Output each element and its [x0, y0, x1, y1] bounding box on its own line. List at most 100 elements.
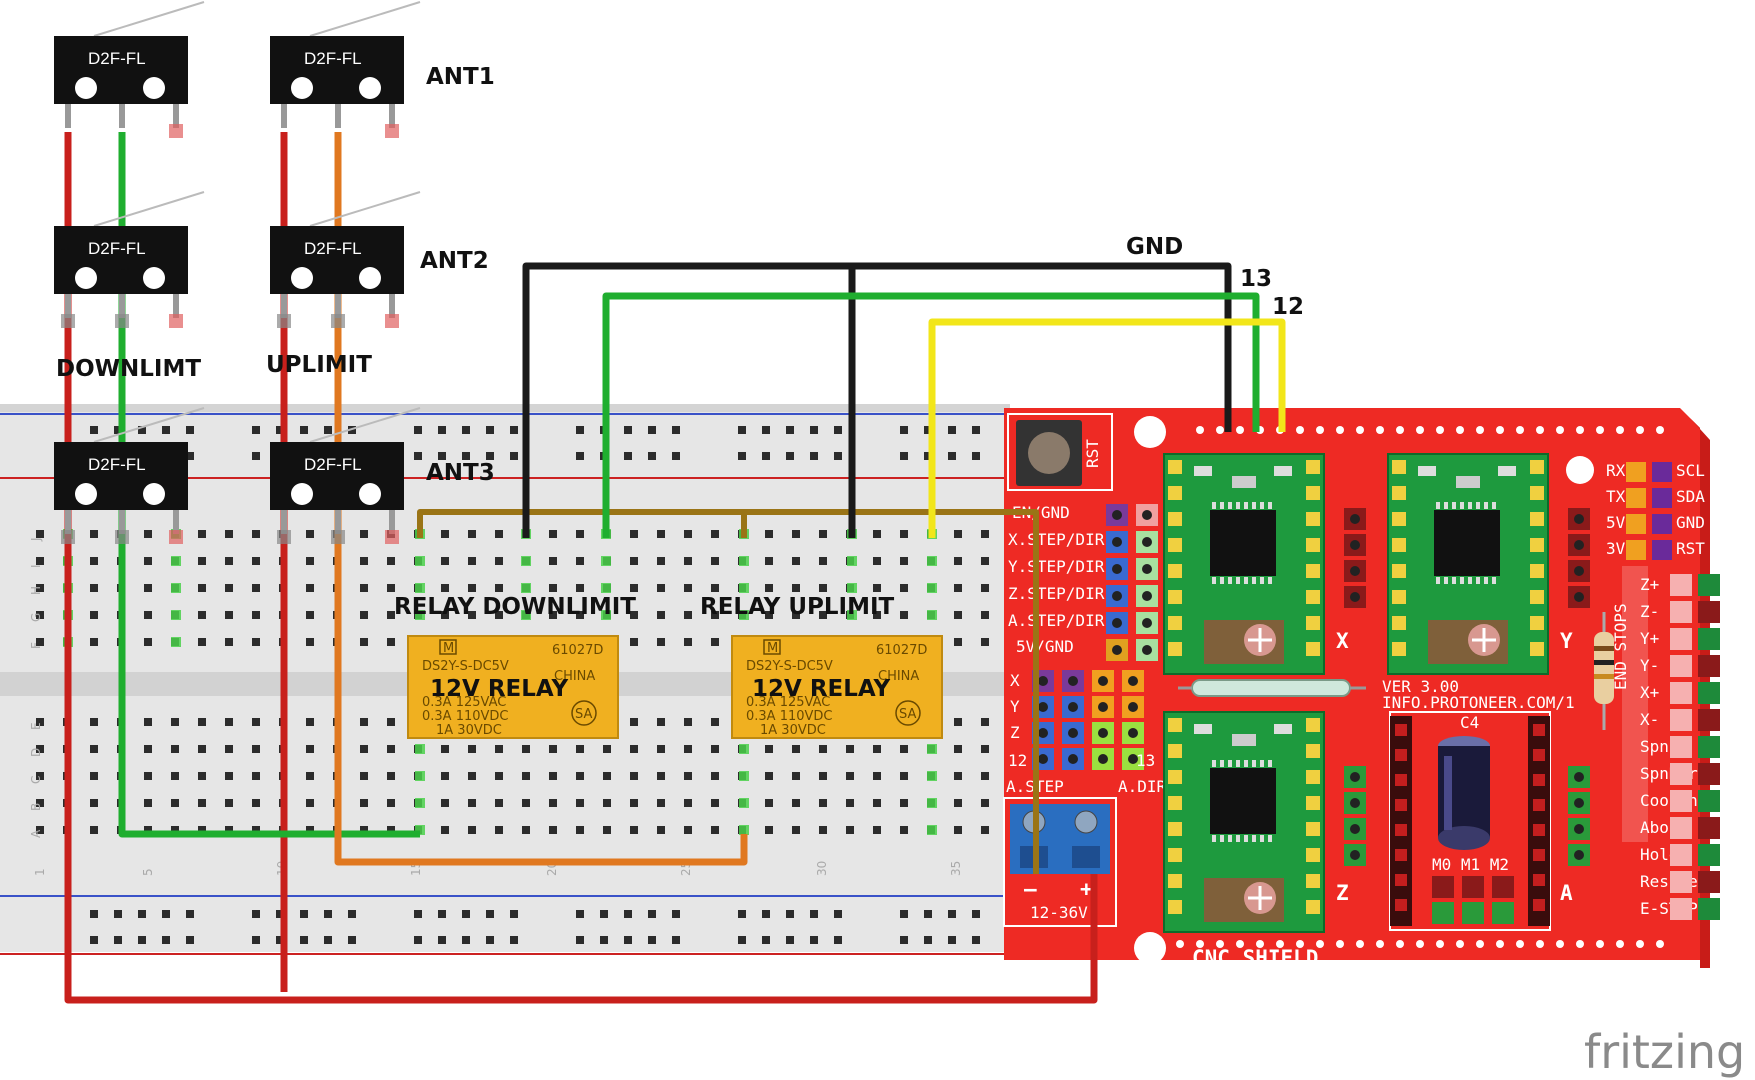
- smd-part: [1232, 734, 1256, 746]
- driver-pad: [1530, 486, 1544, 500]
- breadboard-hole: [900, 557, 908, 565]
- edge-via: [1396, 426, 1404, 434]
- breadboard-hole: [252, 718, 260, 726]
- connected-hole: [739, 771, 749, 781]
- breadboard-hole: [576, 557, 584, 565]
- shield-label-5v-gnd: 5V/GND: [1016, 637, 1074, 656]
- rail-hole: [900, 426, 908, 434]
- pin-hole: [1142, 591, 1152, 601]
- bb-row-label: G: [29, 613, 43, 622]
- switch-pin: [335, 104, 341, 128]
- pin-hole: [1098, 754, 1108, 764]
- edge-via: [1336, 426, 1344, 434]
- breadboard-hole: [441, 611, 449, 619]
- switch-mount-hole: [359, 483, 381, 505]
- switch-part-label: D2F-FL: [88, 239, 146, 258]
- header-pin: [1670, 736, 1692, 758]
- breadboard-hole: [873, 584, 881, 592]
- breadboard-hole: [198, 772, 206, 780]
- limit-switch-body: [54, 226, 188, 294]
- connected-hole: [521, 556, 531, 566]
- breadboard-hole: [630, 745, 638, 753]
- connected-hole: [415, 583, 425, 593]
- breadboard-hole: [549, 772, 557, 780]
- relay-downlimit: M 61027D DS2Y-S-DC5V CHINA 0.3A 125VAC 0…: [407, 635, 619, 739]
- rail-hole: [924, 452, 932, 460]
- bb-row-label: I: [29, 564, 43, 568]
- breadboard-hole: [306, 638, 314, 646]
- bb-row-label: F: [29, 642, 43, 649]
- header-pin: [1698, 871, 1720, 893]
- smd-part: [1194, 724, 1212, 734]
- right-pin-label: Y-: [1640, 656, 1659, 675]
- breadboard-hole: [900, 530, 908, 538]
- breadboard-hole: [765, 772, 773, 780]
- chip-leg: [1436, 577, 1440, 584]
- switch-pin-end: [385, 124, 399, 138]
- breadboard-hole: [522, 826, 530, 834]
- breadboard-hole: [90, 611, 98, 619]
- relay-down-code: 61027D: [552, 643, 603, 658]
- microstep-pin: [1432, 902, 1454, 924]
- header-pin: [1698, 844, 1720, 866]
- chip-leg: [1268, 502, 1272, 509]
- rail-hole: [900, 936, 908, 944]
- breadboard-hole: [954, 557, 962, 565]
- breadboard-hole: [954, 772, 962, 780]
- driver-headers: [1344, 508, 1590, 866]
- strip-pin: [1533, 849, 1545, 861]
- rail-hole: [900, 452, 908, 460]
- breadboard-hole: [441, 745, 449, 753]
- breadboard-hole: [36, 745, 44, 753]
- rail-hole: [762, 936, 770, 944]
- chip-leg: [1228, 835, 1232, 842]
- connected-hole: [171, 583, 181, 593]
- rail-hole: [948, 452, 956, 460]
- strip-pin: [1533, 724, 1545, 736]
- chip-leg: [1268, 835, 1272, 842]
- driver-pad: [1168, 718, 1182, 732]
- pin-hole: [1068, 676, 1078, 686]
- microstep-pin: [1432, 876, 1454, 898]
- breadboard-hole: [198, 826, 206, 834]
- header-pin: [1670, 898, 1692, 920]
- chip-leg: [1444, 502, 1448, 509]
- header-pin: [1670, 790, 1692, 812]
- breadboard-hole: [657, 584, 665, 592]
- pin-hole: [1142, 618, 1152, 628]
- pin-hole: [1098, 702, 1108, 712]
- reed-fuse: [1191, 679, 1351, 697]
- pin-hole: [1112, 537, 1122, 547]
- edge-via: [1376, 940, 1384, 948]
- serial-pin: [1626, 488, 1646, 508]
- rail-hole: [762, 452, 770, 460]
- breadboard-hole: [387, 638, 395, 646]
- switch-part-label: D2F-FL: [304, 49, 362, 68]
- pin-hole: [1142, 564, 1152, 574]
- rail-hole: [138, 936, 146, 944]
- breadboard-hole: [144, 530, 152, 538]
- breadboard-hole: [711, 557, 719, 565]
- breadboard-hole: [144, 772, 152, 780]
- smd-part: [1498, 466, 1516, 476]
- switch-pin: [119, 294, 125, 318]
- breadboard-hole: [900, 611, 908, 619]
- pin-hole: [1574, 540, 1584, 550]
- breadboard-hole: [576, 584, 584, 592]
- rail-hole: [324, 910, 332, 918]
- edge-via: [1216, 940, 1224, 948]
- wire-yellow-12: [928, 318, 1286, 538]
- strip-pin: [1533, 824, 1545, 836]
- pin-hole: [1128, 702, 1138, 712]
- breadboard-hole: [873, 557, 881, 565]
- breadboard-hole: [603, 826, 611, 834]
- connected-hole: [171, 637, 181, 647]
- rail-hole: [438, 426, 446, 434]
- rail-hole: [924, 936, 932, 944]
- rail-hole: [624, 426, 632, 434]
- breadboard-hole: [711, 718, 719, 726]
- switch-pin: [65, 104, 71, 128]
- pin-hole: [1142, 537, 1152, 547]
- wire-brown-common-2: [744, 509, 1039, 874]
- breadboard-hole: [360, 718, 368, 726]
